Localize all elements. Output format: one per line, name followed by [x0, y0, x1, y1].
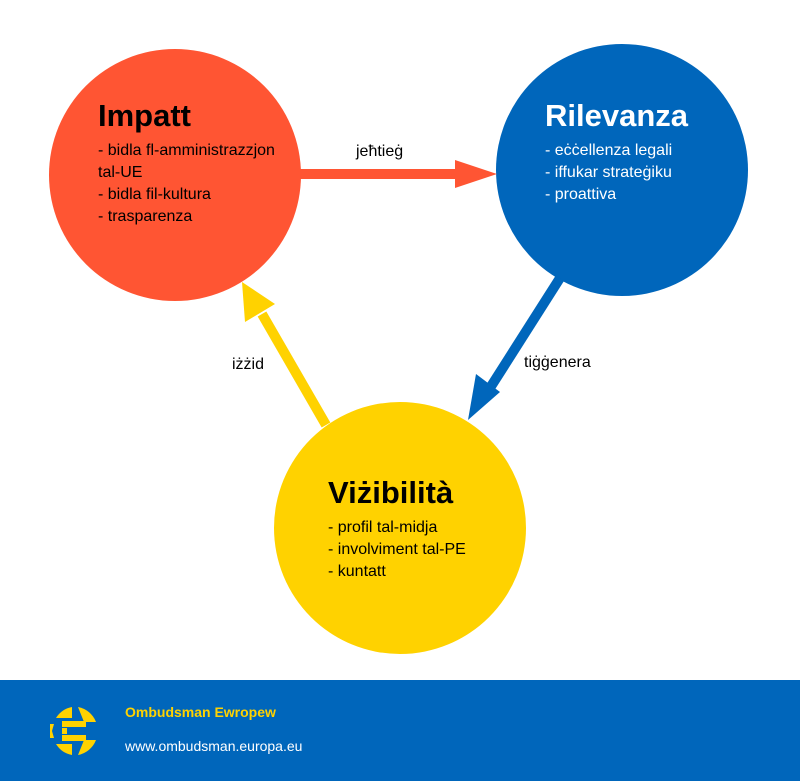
arrow-visibility-to-impact [242, 282, 331, 428]
impact-item: - bidla fl-amministrazzjon [98, 142, 275, 159]
edge-label-requires: jeħtieġ [356, 143, 404, 160]
arrow-relevance-to-visibility [468, 275, 565, 420]
visibility-circle [274, 402, 526, 654]
relevance-item: - proattiva [545, 186, 617, 203]
relevance-item: - eċċellenza legali [545, 142, 673, 159]
visibility-text: Viżibilità - profil tal-midja - involvim… [328, 475, 466, 583]
visibility-item: - involviment tal-PE [328, 541, 466, 558]
edge-label-increases: iżżid [232, 356, 265, 373]
relevance-circle [496, 44, 748, 296]
footer-url-link[interactable]: www.ombudsman.europa.eu [125, 738, 303, 754]
impact-text: Impatt - bidla fl-amministrazzjon tal-UE… [98, 98, 275, 228]
visibility-item: - kuntatt [328, 563, 386, 580]
visibility-item: - profil tal-midja [328, 519, 438, 536]
relevance-text: Rilevanza - eċċellenza legali - iffukar … [545, 98, 688, 206]
ombudsman-logo-icon [50, 707, 96, 755]
cycle-diagram [49, 44, 748, 654]
impact-item: tal-UE [98, 164, 143, 181]
arrow-impact-to-relevance [300, 160, 497, 188]
impact-circle [49, 49, 301, 301]
visibility-title: Viżibilità [328, 475, 454, 510]
impact-item: - bidla fil-kultura [98, 186, 211, 203]
footer: Ombudsman Ewropew www.ombudsman.europa.e… [0, 680, 800, 781]
edge-label-generates: tiġġenera [524, 354, 591, 371]
relevance-item: - iffukar strateġiku [545, 164, 672, 181]
footer-org-name: Ombudsman Ewropew [125, 704, 276, 720]
impact-item: - trasparenza [98, 208, 193, 225]
relevance-title: Rilevanza [545, 98, 689, 133]
impact-title: Impatt [98, 98, 191, 133]
